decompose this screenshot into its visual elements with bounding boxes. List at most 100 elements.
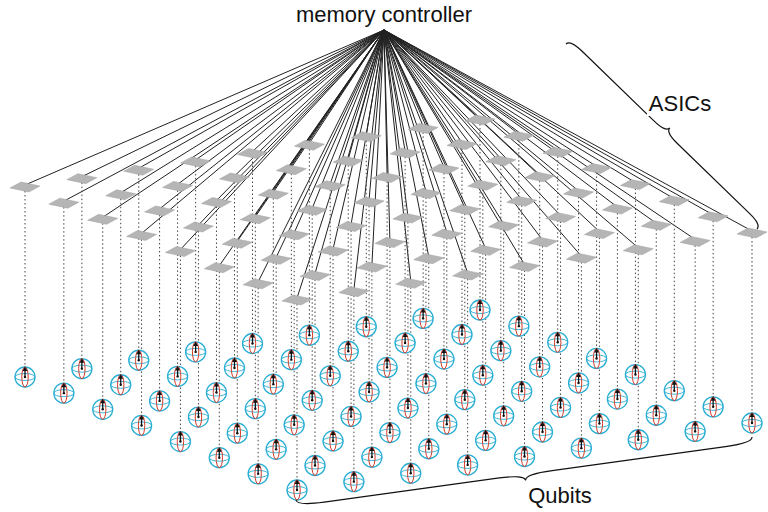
meridian (312, 455, 318, 475)
wire (384, 30, 561, 215)
asic-chip (465, 115, 495, 125)
arrow-head (750, 413, 755, 418)
meridian (462, 390, 468, 410)
meridian (749, 413, 755, 433)
controller-label: memory controller (294, 3, 474, 27)
meridian (22, 367, 28, 387)
arrow-head (349, 406, 354, 411)
sphere (628, 430, 648, 450)
sphere (338, 341, 358, 361)
asic-chip (279, 230, 309, 240)
arrow-head (654, 405, 659, 410)
asic-chip (528, 237, 558, 247)
controller-wires (25, 30, 752, 298)
wire (82, 30, 384, 177)
asic-chip (489, 221, 519, 231)
dotted-link (617, 213, 618, 388)
bloch-sphere (470, 300, 490, 321)
asic-chip (294, 140, 324, 150)
asic-chip (659, 196, 689, 206)
dotted-link (405, 157, 406, 332)
dotted-link (752, 237, 753, 412)
dotted-link (407, 222, 408, 397)
asic-chip (336, 221, 366, 231)
arrow-head (403, 332, 408, 337)
asic-chip (238, 149, 268, 159)
center-dot (637, 439, 639, 441)
bloch-sphere (515, 446, 535, 467)
dotted-link (198, 231, 199, 406)
sphere (419, 439, 439, 459)
bloch-sphere (356, 316, 376, 337)
sphere (509, 316, 529, 336)
sphere (266, 439, 286, 459)
center-dot (520, 390, 522, 392)
center-dot (365, 326, 367, 328)
wire (258, 30, 384, 282)
bloch-sphere (548, 332, 568, 353)
dotted-link (309, 149, 310, 324)
dotted-link (366, 141, 367, 316)
meridian (632, 365, 638, 385)
sphere (129, 350, 149, 370)
bloch-sphere (323, 430, 343, 451)
arrow-head (139, 415, 144, 420)
arrow-head (519, 381, 524, 386)
dotted-link (63, 207, 64, 382)
center-dot (541, 431, 543, 433)
braces (296, 43, 758, 504)
sphere (434, 349, 454, 369)
center-dot (218, 457, 220, 459)
bloch-sphere (72, 358, 92, 379)
bloch-sphere (287, 480, 307, 501)
arrow-head (367, 381, 372, 386)
sphere (548, 332, 568, 352)
asic-chip (357, 262, 387, 272)
wire (216, 30, 384, 201)
meridian (653, 405, 659, 425)
arrow-head (522, 446, 527, 451)
dotted-link (599, 238, 600, 413)
sphere (437, 414, 457, 434)
meridian (477, 300, 483, 320)
dotted-link (423, 132, 424, 307)
dotted-link (482, 189, 483, 364)
bloch-sphere (413, 308, 433, 329)
dotted-link (713, 221, 714, 396)
sphere (186, 342, 206, 362)
arrow-head (351, 471, 356, 476)
arrow-head (483, 430, 488, 435)
asic-chip (564, 188, 594, 198)
center-dot (257, 473, 259, 475)
wire (219, 30, 384, 266)
dotted-link (120, 199, 121, 374)
dotted-link (180, 256, 181, 431)
sphere (356, 317, 376, 337)
sphere (607, 389, 627, 409)
center-dot (538, 366, 540, 368)
center-dot (712, 406, 714, 408)
center-dot (311, 399, 313, 401)
dotted-link (333, 255, 334, 430)
dotted-link (297, 304, 298, 479)
arrow-head (633, 364, 638, 369)
center-dot (329, 375, 331, 377)
bloch-sphere (703, 396, 723, 417)
arrow-head (295, 480, 300, 485)
meridian (402, 333, 408, 353)
center-dot (197, 416, 199, 418)
wire (384, 30, 638, 248)
center-dot (428, 448, 430, 450)
asic-chip (623, 245, 653, 255)
arrow-head (421, 308, 426, 313)
center-dot (102, 408, 104, 410)
asic-chip (546, 212, 576, 222)
meridian (294, 480, 300, 500)
center-dot (422, 317, 424, 319)
dotted-link (695, 245, 696, 420)
sphere (323, 431, 343, 451)
center-dot (24, 376, 26, 378)
meridian (100, 399, 106, 419)
meridian (231, 358, 237, 378)
center-dot (616, 398, 618, 400)
